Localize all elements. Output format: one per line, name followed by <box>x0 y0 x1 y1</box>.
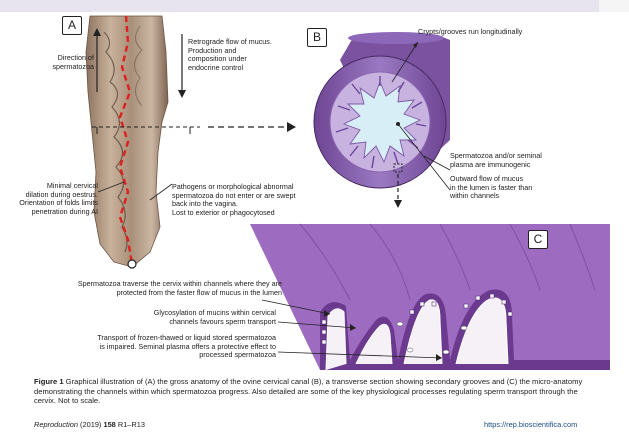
journal-url-link[interactable]: https://rep.bioscientifica.com <box>484 420 578 429</box>
caption-text: Graphical illustration of (A) the gross … <box>34 377 583 406</box>
dilation-label: Minimal cervical dilation during oestrus… <box>19 181 98 216</box>
glyco-label: Glycosylation of mucins within cervical … <box>153 308 276 326</box>
retrograde-label: Retrograde flow of mucus. Production and… <box>188 37 272 72</box>
citation-pages: R1–R13 <box>115 420 145 429</box>
panel-c-letter: C <box>528 230 548 249</box>
figure: A Direction of spermatozoa Retrograde fl… <box>0 12 629 382</box>
journal-citation: Reproduction (2019) 158 R1–R13 <box>34 420 145 429</box>
pathogens-label: Pathogens or morphological abnormal sper… <box>172 182 296 217</box>
traverse-label: Spermatozoa traverse the cervix within c… <box>77 279 282 297</box>
transverse-section <box>313 32 451 208</box>
panel-b-letter: B <box>307 28 327 47</box>
micro-anatomy <box>250 223 610 370</box>
panel-a-letter: A <box>62 16 82 35</box>
journal-name: Reproduction <box>34 420 78 429</box>
top-bar <box>0 0 629 12</box>
crypts-label: Crypts/grooves run longitudinally <box>418 27 523 36</box>
cervix-photo <box>85 15 169 269</box>
panel-c-pointers <box>261 299 443 361</box>
caption-label: Figure 1 <box>34 377 64 386</box>
direction-label: Direction of spermatozoa <box>52 53 94 71</box>
top-bar-right <box>599 0 629 12</box>
figure-caption: Figure 1 Graphical illustration of (A) t… <box>34 377 594 406</box>
immuno-label: Spermatozoa and/or seminal plasma are im… <box>450 151 542 169</box>
citation-year: (2019) <box>77 420 104 429</box>
panel-a-arrows <box>92 28 296 201</box>
citation-volume: 158 <box>103 420 116 429</box>
transport-label: Transport of frozen-thawed or liquid sto… <box>97 333 276 360</box>
outward-label: Outward flow of mucus in the lumen is fa… <box>450 174 533 201</box>
